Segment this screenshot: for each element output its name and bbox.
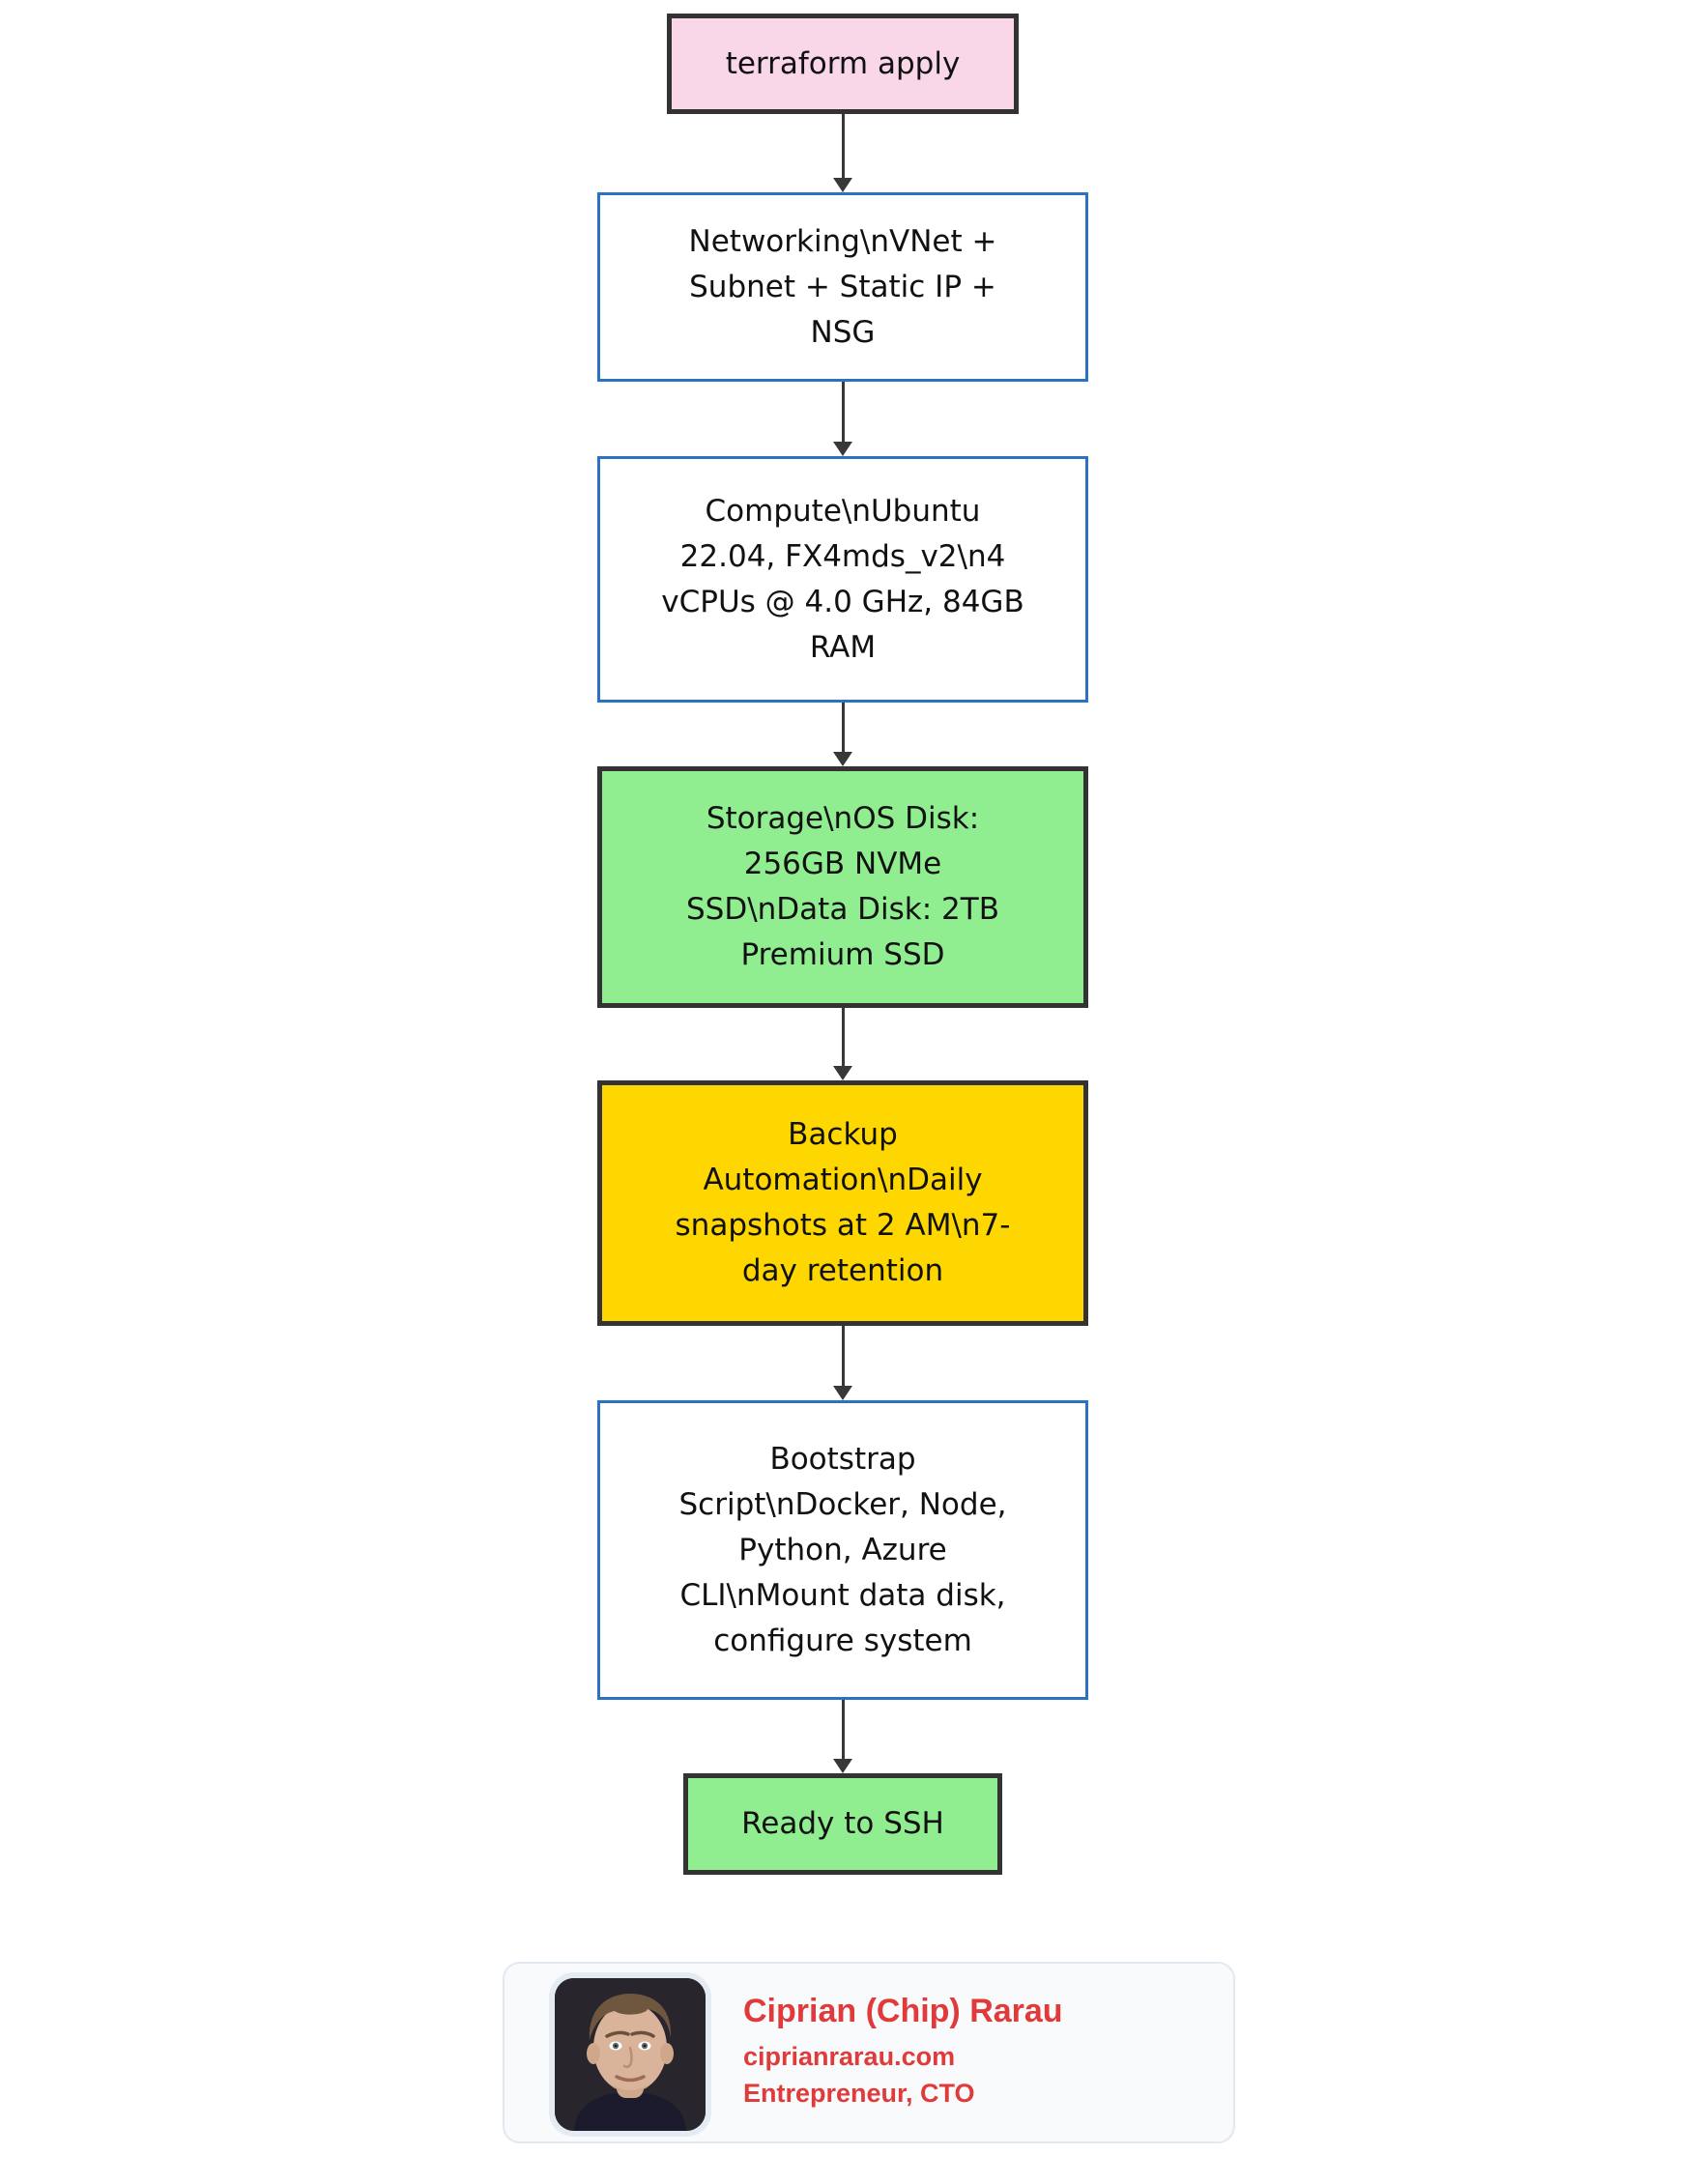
node-label: Storage\nOS Disk: 256GB NVMe SSD\nData D… xyxy=(685,801,999,972)
node-bootstrap-script: Bootstrap Script\nDocker, Node, Python, … xyxy=(597,1400,1088,1700)
node-label: Backup Automation\nDaily snapshots at 2 … xyxy=(675,1117,1011,1288)
arrow-connector-2 xyxy=(833,382,852,456)
arrow-connector-6 xyxy=(833,1700,852,1773)
arrow-connector-4 xyxy=(833,1008,852,1080)
arrow-connector-1 xyxy=(833,114,852,192)
node-ready-to-ssh: Ready to SSH xyxy=(683,1773,1002,1875)
node-label: terraform apply xyxy=(725,45,961,81)
node-label: Compute\nUbuntu 22.04, FX4mds_v2\n4 vCPU… xyxy=(661,493,1024,665)
node-backup-automation: Backup Automation\nDaily snapshots at 2 … xyxy=(597,1080,1088,1326)
avatar xyxy=(549,1972,711,2137)
arrow-connector-5 xyxy=(833,1326,852,1400)
avatar-portrait-illustration xyxy=(555,1978,706,2131)
node-terraform-apply: terraform apply xyxy=(667,14,1019,114)
node-label: Networking\nVNet + Subnet + Static IP + … xyxy=(688,223,997,350)
node-label: Ready to SSH xyxy=(741,1806,944,1841)
node-storage: Storage\nOS Disk: 256GB NVMe SSD\nData D… xyxy=(597,766,1088,1008)
author-card: Ciprian (Chip) Rarau ciprianrarau.com En… xyxy=(503,1962,1235,2143)
node-networking: Networking\nVNet + Subnet + Static IP + … xyxy=(597,192,1088,382)
node-compute: Compute\nUbuntu 22.04, FX4mds_v2\n4 vCPU… xyxy=(597,456,1088,703)
author-name: Ciprian (Chip) Rarau xyxy=(743,1993,1063,2029)
author-role: Entrepreneur, CTO xyxy=(743,2079,975,2108)
author-website: ciprianrarau.com xyxy=(743,2042,956,2071)
node-label: Bootstrap Script\nDocker, Node, Python, … xyxy=(678,1441,1007,1658)
arrow-connector-3 xyxy=(833,703,852,766)
